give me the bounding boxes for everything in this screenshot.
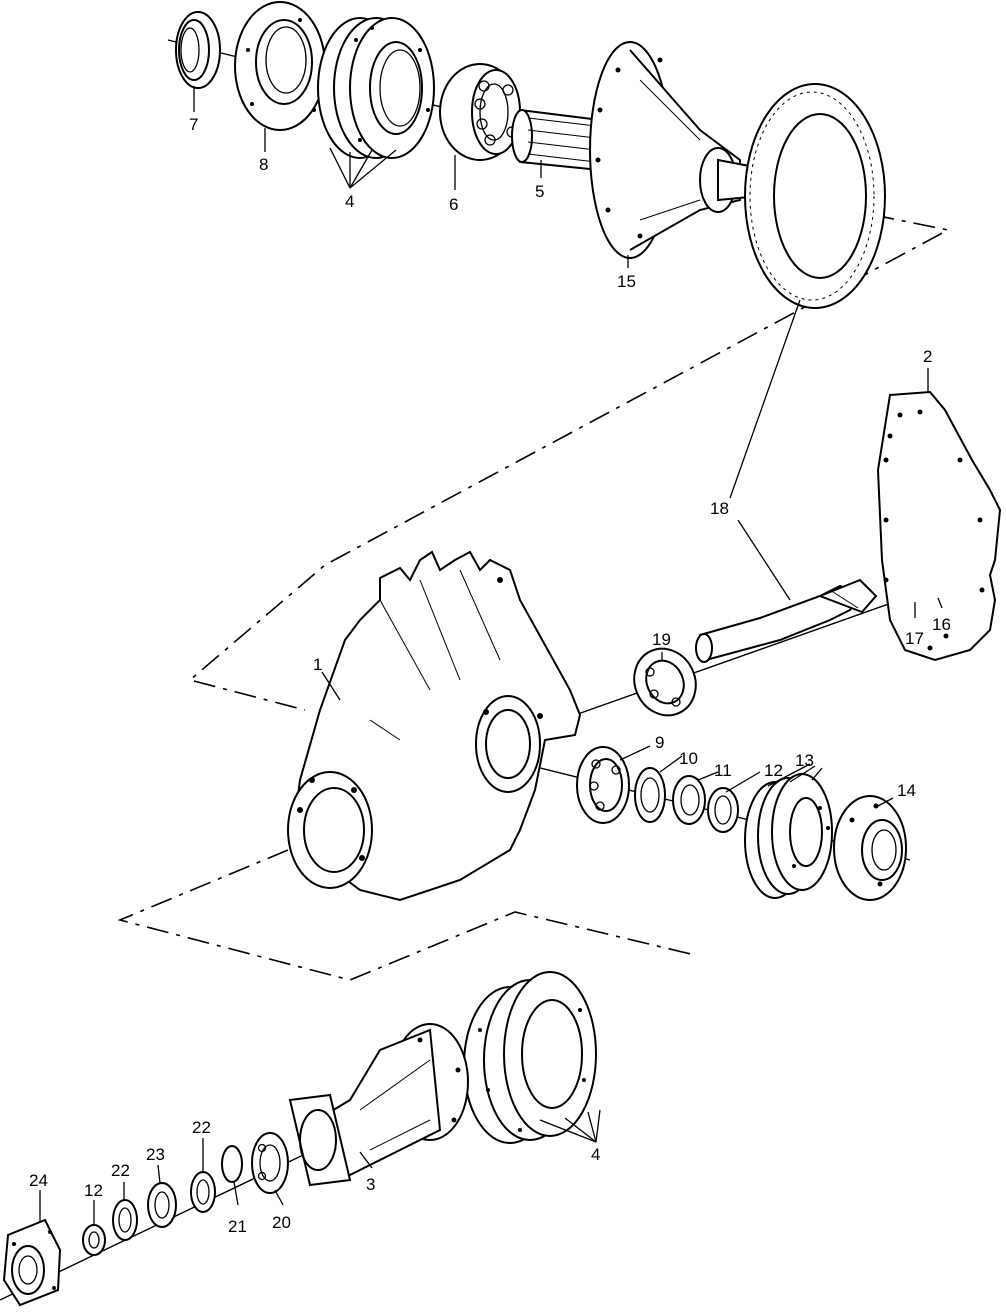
callout-18: 18	[710, 499, 729, 518]
part-13-shims	[744, 773, 833, 899]
callout-labels: 7 8 4 6 5 15 2 18 19 16 17 1 9 10 11 12 …	[29, 115, 951, 1236]
callout-13: 13	[795, 751, 814, 770]
callout-20: 20	[272, 1213, 291, 1232]
callout-15: 15	[617, 272, 636, 291]
part-18-pinion-shaft	[695, 578, 878, 663]
callout-16: 16	[932, 615, 951, 634]
part-22-lockwasher-a	[190, 1171, 216, 1213]
callout-24: 24	[29, 1171, 48, 1190]
callout-10: 10	[679, 749, 698, 768]
part-1-housing	[287, 550, 582, 902]
part-15-differential-case	[589, 41, 761, 259]
part-8-plate	[234, 1, 326, 131]
part-22-lockwasher-b	[112, 1199, 138, 1241]
part-9-bearing	[576, 746, 630, 824]
part-20-bearing	[251, 1132, 289, 1194]
part-19-bearing	[633, 647, 697, 717]
part-21-snap-ring	[221, 1145, 243, 1183]
callout-23: 23	[146, 1145, 165, 1164]
callout-7: 7	[189, 115, 198, 134]
callout-22-b: 22	[111, 1161, 130, 1180]
callout-3: 3	[366, 1175, 375, 1194]
callout-4-bottom: 4	[591, 1145, 600, 1164]
callout-8: 8	[259, 155, 268, 174]
part-12-seal-bottom	[82, 1224, 106, 1256]
callout-17: 17	[905, 629, 924, 648]
part-11-nut	[672, 775, 706, 825]
part-4-shims-top	[317, 17, 435, 159]
callout-22-a: 22	[192, 1118, 211, 1137]
part-5-splined-shaft	[511, 108, 601, 172]
callout-12-bottom: 12	[84, 1181, 103, 1200]
part-24-end-cap	[2, 1218, 62, 1307]
part-7-seal	[175, 11, 221, 89]
callout-12-mid: 12	[764, 761, 783, 780]
part-4-shims-bottom	[463, 971, 597, 1144]
part-6-bearing	[439, 63, 521, 161]
part-23-nut	[147, 1182, 177, 1228]
leader-lines	[39, 86, 943, 1225]
callout-2: 2	[923, 347, 932, 366]
callout-11: 11	[714, 761, 732, 780]
part-3-axle-housing	[288, 1023, 469, 1187]
part-12-seal-mid	[707, 787, 739, 833]
callout-21: 21	[228, 1217, 247, 1236]
callout-9: 9	[655, 733, 664, 752]
part-2-cover-plate	[876, 390, 1002, 662]
callout-1: 1	[313, 655, 322, 674]
callout-4-top: 4	[345, 192, 354, 211]
callout-14: 14	[897, 781, 916, 800]
part-14-bearing-cap	[833, 795, 907, 901]
part-10-lockwasher	[634, 767, 666, 823]
callout-5: 5	[535, 182, 544, 201]
ring-gear	[744, 83, 886, 309]
callout-19: 19	[652, 630, 671, 649]
callout-6: 6	[449, 195, 458, 214]
